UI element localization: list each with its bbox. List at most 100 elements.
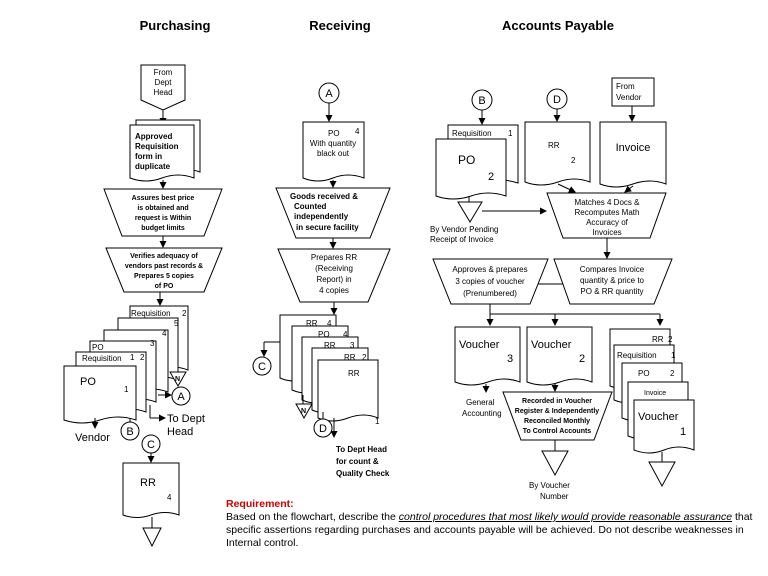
voucher-2-document: Voucher 2 <box>526 326 593 386</box>
svg-text:From: From <box>154 68 173 77</box>
svg-text:Compares Invoice: Compares Invoice <box>580 265 645 274</box>
svg-text:A: A <box>177 391 185 403</box>
svg-text:2: 2 <box>579 353 585 365</box>
from-dept-head-shape: From Dept Head <box>140 64 186 111</box>
general-label: General <box>466 398 495 407</box>
svg-text:duplicate: duplicate <box>135 162 171 171</box>
svg-text:RR: RR <box>348 369 360 378</box>
receipt-of-invoice-label: Receipt of Invoice <box>430 235 494 244</box>
goods-received-process: Goods received & Counted independently i… <box>275 187 391 239</box>
svg-text:PO: PO <box>458 153 475 167</box>
svg-text:of PO: of PO <box>155 283 174 290</box>
svg-text:Requisition: Requisition <box>452 129 492 138</box>
connector-b-purchasing: B <box>120 421 140 441</box>
svg-text:2: 2 <box>182 309 187 318</box>
svg-text:2: 2 <box>140 353 145 362</box>
requirement-text-part2: that specific assertions regarding purch… <box>226 511 753 549</box>
by-voucher-label: By Voucher <box>529 481 570 490</box>
svg-text:2: 2 <box>362 353 367 362</box>
svg-text:PO & RR quantity: PO & RR quantity <box>580 287 643 296</box>
file-triangle-purchasing <box>142 527 162 548</box>
svg-text:RR: RR <box>652 335 664 344</box>
by-voucher-file-triangle <box>541 450 569 477</box>
svg-text:(Prenumbered): (Prenumbered) <box>463 289 517 298</box>
voucher-3-document: Voucher 3 <box>454 326 521 386</box>
svg-text:Dept: Dept <box>155 78 173 87</box>
n-file-triangle-receiving: N <box>295 395 313 420</box>
svg-text:RR: RR <box>548 141 560 150</box>
requirement-underlined: control procedures that most likely woul… <box>398 511 733 523</box>
svg-text:C: C <box>258 361 266 373</box>
svg-text:vendors past records &: vendors past records & <box>125 263 203 270</box>
n-file-triangle: N <box>169 371 187 388</box>
to-dept-head-count: To Dept Head <box>336 445 387 454</box>
header-receiving: Receiving <box>309 18 370 33</box>
svg-text:2: 2 <box>571 156 576 165</box>
right-document-stack-ap: RR 2 Requisition 1 PO 2 Invoice Voucher … <box>609 328 695 454</box>
from-vendor-box: From Vendor <box>611 77 655 107</box>
connector-a-purchasing: A <box>171 386 191 406</box>
connector-d-ap: D <box>546 88 568 110</box>
svg-text:Requisition: Requisition <box>82 354 122 363</box>
svg-text:Requisition: Requisition <box>131 309 171 318</box>
svg-text:3 copies of voucher: 3 copies of voucher <box>455 277 525 286</box>
approves-voucher-process: Approves & prepares 3 copies of voucher … <box>432 258 549 305</box>
rr-document-stack-receiving: RR 4 PO 4 RR 3 RR 2 RR 1 <box>279 314 380 426</box>
connector-c-purchasing: C <box>141 434 161 454</box>
po-document-receiving: PO 4 With quantity black out <box>302 121 365 182</box>
compares-invoice-process: Compares Invoice quantity & price to PO … <box>553 258 673 305</box>
svg-text:To Control Accounts: To Control Accounts <box>523 428 592 435</box>
approved-requisition-document: Approved Requisition form in duplicate <box>129 119 201 182</box>
svg-text:Report) in: Report) in <box>316 275 351 284</box>
pending-file-triangle <box>457 201 483 223</box>
svg-text:independently: independently <box>294 212 349 221</box>
accounting-label: Accounting <box>462 409 502 418</box>
svg-text:budget limits: budget limits <box>141 225 185 232</box>
svg-text:PO: PO <box>80 376 96 388</box>
svg-text:4: 4 <box>167 493 172 502</box>
connector-d-receiving: D <box>313 418 333 438</box>
svg-text:Head: Head <box>153 88 172 97</box>
svg-text:PO: PO <box>92 343 104 352</box>
svg-text:4: 4 <box>327 319 332 328</box>
svg-text:PO: PO <box>638 369 650 378</box>
svg-text:RR: RR <box>324 341 336 350</box>
invoice-document-ap: Invoice <box>599 121 667 188</box>
svg-text:From: From <box>616 82 635 91</box>
svg-text:Assures best price: Assures best price <box>132 195 195 202</box>
connector-c-receiving: C <box>252 356 272 376</box>
svg-text:Requisition: Requisition <box>617 351 657 360</box>
assures-best-price-process: Assures best price is obtained and reque… <box>103 188 223 237</box>
svg-text:1: 1 <box>124 385 129 394</box>
svg-text:Register & Independently: Register & Independently <box>515 408 600 415</box>
svg-text:PO: PO <box>328 129 340 138</box>
svg-text:request is Within: request is Within <box>135 215 191 222</box>
svg-text:PO: PO <box>318 330 330 339</box>
requisition-po-document-ap: Requisition 1 PO 2 <box>435 124 519 200</box>
verifies-adequacy-process: Verifies adequacy of vendors past record… <box>105 247 223 293</box>
for-count-label: for count & <box>336 457 379 466</box>
svg-text:1: 1 <box>671 351 676 360</box>
svg-text:(Receiving: (Receiving <box>315 264 353 273</box>
svg-text:2: 2 <box>668 335 673 344</box>
svg-text:A: A <box>325 88 333 100</box>
svg-text:N: N <box>301 408 306 415</box>
svg-text:black out: black out <box>317 149 350 158</box>
header-accounts-payable: Accounts Payable <box>502 18 614 33</box>
svg-text:D: D <box>553 94 561 106</box>
svg-text:D: D <box>319 423 327 435</box>
svg-text:4: 4 <box>162 329 167 338</box>
svg-text:Approves & prepares: Approves & prepares <box>452 265 527 274</box>
svg-text:Reconciled Monthly: Reconciled Monthly <box>524 418 590 425</box>
svg-text:RR: RR <box>306 319 318 328</box>
svg-text:in secure facility: in secure facility <box>296 223 359 232</box>
svg-text:C: C <box>147 439 155 451</box>
svg-text:Invoice: Invoice <box>616 142 651 154</box>
po-document-stack: Requisition 2 5 4 3 Requisition PO 2 1 P… <box>63 305 189 424</box>
to-dept-head-label-2: Head <box>167 426 193 438</box>
rr-document-purchasing: RR 4 <box>122 462 180 518</box>
svg-text:Prepares 5 copies: Prepares 5 copies <box>134 273 194 280</box>
to-dept-head-label: To Dept <box>167 413 205 425</box>
